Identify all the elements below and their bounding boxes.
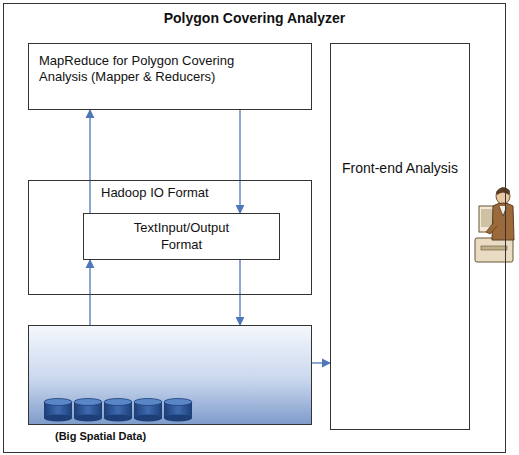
box-label: Front-end Analysis: [331, 44, 469, 184]
format-layer-box: Hadoop IO FormatTextInput/Output Format: [28, 180, 312, 295]
flow-arrow: [89, 110, 90, 213]
box-label: MapReduce for Polygon Covering Analysis …: [29, 44, 289, 95]
process-box: MapReduce for Polygon Covering Analysis …: [28, 43, 312, 110]
storage-box: (Big Spatial Data): [28, 325, 312, 425]
box-label: (Big Spatial Data): [55, 430, 146, 444]
flow-arrow: [239, 110, 240, 213]
format-box: TextInput/Output Format: [83, 213, 280, 260]
box-label: Hadoop IO Format: [101, 185, 209, 201]
disk-cylinders: [44, 399, 192, 422]
box-label: TextInput/Output Format: [84, 214, 279, 259]
system-frame: Polygon Covering AnalyzerMapReduce for P…: [3, 3, 506, 453]
frontend-box: Front-end Analysis: [330, 43, 470, 430]
user-figure: [475, 187, 514, 262]
flow-arrow: [312, 362, 330, 363]
storage-fill: [29, 326, 311, 424]
box-label: Polygon Covering Analyzer: [4, 10, 505, 28]
flow-arrow: [239, 260, 240, 325]
flow-arrow: [89, 260, 90, 325]
